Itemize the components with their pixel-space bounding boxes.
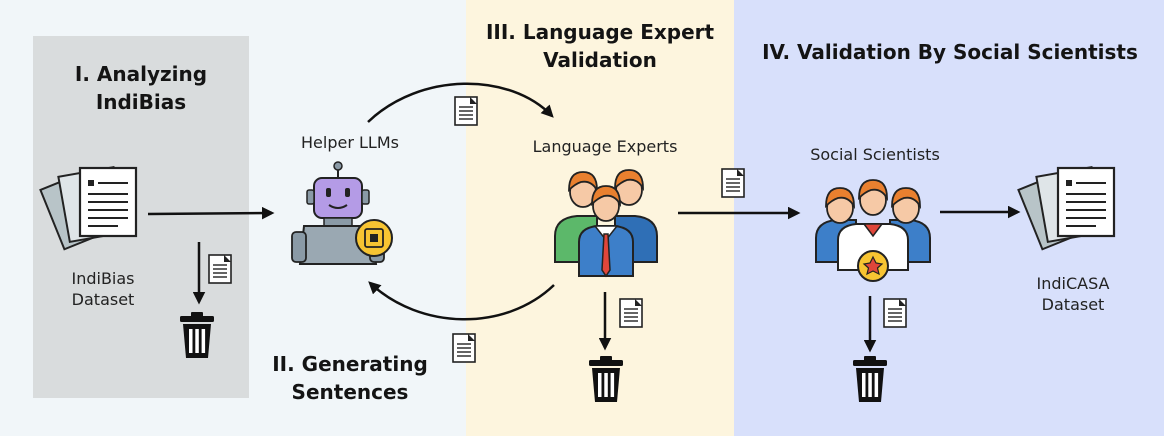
helper-llms-label: Helper LLMs — [301, 133, 399, 152]
robot-icon — [291, 161, 393, 265]
documents-stack-icon — [39, 166, 138, 251]
document-icon — [619, 298, 643, 328]
document-icon — [454, 96, 478, 126]
arrow-icon — [147, 206, 275, 220]
stage-heading-social-validation: IV. Validation By Social Scientists — [762, 40, 1138, 64]
social-scientists-label: Social Scientists — [810, 145, 940, 164]
document-icon — [208, 254, 232, 284]
arrow-icon — [368, 281, 555, 321]
language-experts-label: Language Experts — [532, 137, 678, 156]
arrow-icon — [367, 82, 554, 123]
document-icon — [721, 168, 745, 198]
documents-stack-icon — [1017, 166, 1116, 251]
trash-icon — [180, 312, 214, 358]
stage-heading-language-validation: III. Language Expert Validation — [485, 20, 715, 72]
people-group-icon — [554, 169, 658, 278]
indibias-dataset-label: IndiBias Dataset — [71, 269, 135, 309]
trash-icon — [853, 356, 887, 402]
stage-heading-generating: II. Generating Sentences — [272, 352, 428, 404]
indicasa-dataset-label: IndiCASA Dataset — [1036, 274, 1110, 314]
document-icon — [452, 333, 476, 363]
document-icon — [883, 298, 907, 328]
trash-icon — [589, 356, 623, 402]
people-group-icon — [815, 179, 931, 282]
stage-heading-analyzing: I. Analyzing IndiBias — [74, 62, 208, 114]
